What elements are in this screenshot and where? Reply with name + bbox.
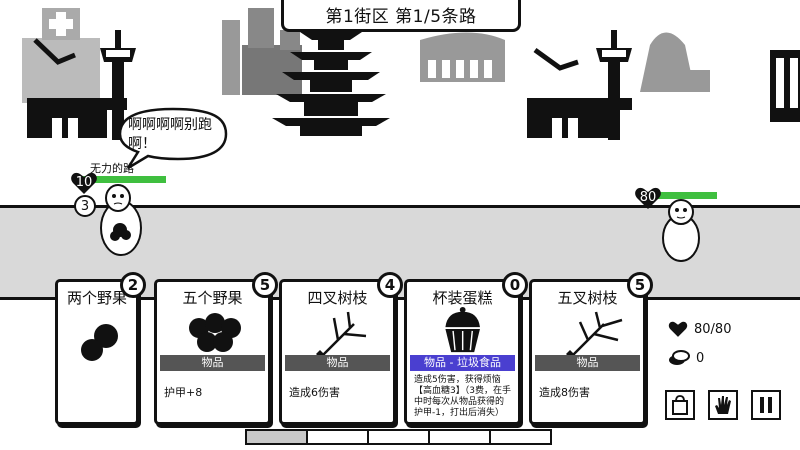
card-type: 物品 — [285, 355, 390, 371]
location-banner: 第1街区 第1/5条路 — [281, 0, 521, 32]
enemy-heart-icon — [635, 187, 661, 209]
card-title: 四叉树枝 — [307, 289, 368, 307]
hand-button[interactable] — [708, 390, 738, 420]
card-cost: 2 — [120, 272, 146, 298]
card-two-wild-fruits[interactable]: 两个野果 2 — [55, 272, 146, 425]
fruit-pile-icon — [189, 313, 241, 352]
route-progress-bar — [245, 429, 552, 445]
speech-text: 啊啊啊啊别跑啊！ — [128, 117, 212, 152]
player-block-badge: 3 — [74, 195, 96, 217]
card-title: 五个野果 — [182, 289, 243, 307]
pause-icon — [760, 397, 772, 413]
card-cost: 4 — [377, 272, 403, 298]
cupcake-icon — [445, 306, 480, 353]
player-heart-icon — [71, 172, 97, 194]
card-cost: 5 — [627, 272, 653, 298]
card-desc: 造成5伤害，获得烦恼【高血糖3】（3费，在手中时每次从物品获得的护甲-1，打出后… — [414, 375, 511, 418]
bag-button[interactable] — [665, 390, 695, 420]
progress-segment — [247, 431, 308, 443]
progress-segment — [491, 431, 550, 443]
progress-segment — [308, 431, 369, 443]
coins-icon — [669, 350, 690, 365]
bag-icon — [672, 395, 688, 415]
tower-building-right — [770, 50, 800, 122]
control-tower-right — [596, 30, 632, 140]
hand-icon — [715, 396, 731, 414]
card-title: 五叉树枝 — [557, 289, 618, 307]
branch-icon — [566, 311, 623, 362]
location-text: 第1街区 第1/5条路 — [325, 7, 477, 27]
branch-icon — [316, 311, 367, 362]
card-five-wild-fruits[interactable]: 五个野果 5 物品 护甲+8 — [154, 272, 278, 425]
control-tower-left — [100, 30, 136, 140]
city-skyline — [22, 8, 800, 140]
fruit-icon — [81, 324, 118, 361]
card-desc: 造成8伤害 — [539, 386, 590, 399]
card-type: 物品 - 垃圾食品 — [410, 355, 515, 371]
heart-icon — [668, 321, 688, 337]
player-character[interactable] — [96, 178, 146, 258]
card-desc: 护甲+8 — [164, 386, 203, 399]
speech-bubble — [118, 107, 228, 170]
card-cost: 0 — [502, 272, 528, 298]
health-stat: 80/80 — [668, 320, 731, 338]
card-desc: 造成6伤害 — [289, 386, 340, 399]
progress-segment — [369, 431, 430, 443]
card-cup-cake[interactable]: 杯装蛋糕 0 物品 - 垃圾食品 造成5伤害，获得烦恼【高血糖3】（3费，在手中… — [404, 272, 528, 425]
enemy-hp-fill — [650, 192, 717, 199]
coin-stat: 0 — [668, 350, 704, 366]
coins-value: 0 — [696, 350, 705, 366]
pause-button[interactable] — [751, 390, 781, 420]
health-value: 80/80 — [694, 321, 732, 337]
card-type: 物品 — [535, 355, 640, 371]
card-title: 杯装蛋糕 — [432, 289, 493, 307]
player-hp-fill — [82, 176, 166, 183]
card-four-fork-branch[interactable]: 四叉树枝 4 物品 造成6伤害 — [279, 272, 403, 425]
card-cost: 5 — [252, 272, 278, 298]
player-hp-number: 10 — [75, 174, 93, 190]
hospital-building — [22, 8, 100, 103]
enemy-character[interactable] — [657, 196, 705, 264]
card-title: 两个野果 — [66, 289, 127, 307]
colosseum — [420, 32, 505, 82]
card-five-fork-branch[interactable]: 五叉树枝 5 物品 造成8伤害 — [529, 272, 653, 425]
enemy-hp-number: 80 — [639, 189, 657, 205]
player-name: 无力的路 — [90, 162, 134, 175]
card-type: 物品 — [160, 355, 265, 371]
sphinx — [640, 32, 710, 92]
castle — [222, 8, 302, 95]
progress-segment — [430, 431, 491, 443]
